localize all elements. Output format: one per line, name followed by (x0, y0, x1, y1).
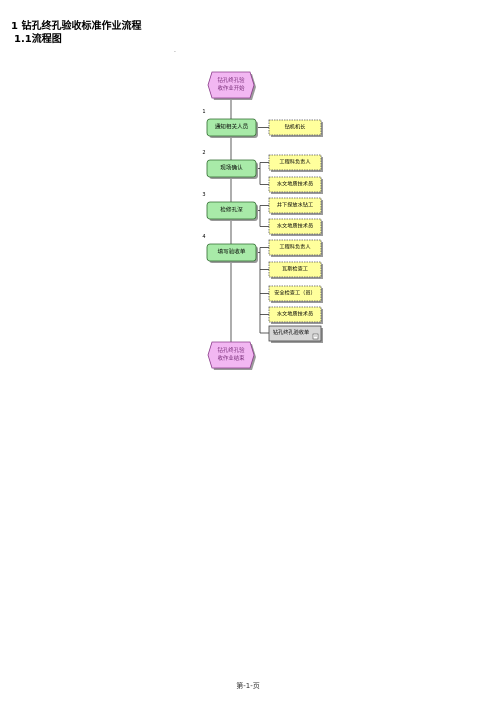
step-4-box (206, 243, 257, 262)
role-box (268, 306, 322, 323)
role-label: 水文地质技术员 (277, 310, 313, 318)
start-terminator (207, 71, 255, 99)
section-subtitle: 1.1流程图 (14, 34, 62, 45)
step-3-label: 检修孔深 (220, 206, 243, 214)
role-box (268, 239, 322, 256)
role-box (268, 119, 322, 136)
role-box (268, 218, 322, 235)
role-label: 井下探放水钻工 (277, 201, 313, 209)
step-1-label: 通知相关人员 (215, 123, 249, 131)
role-label: 瓦斯检查工 (282, 265, 308, 273)
page-footer: 第-1-页 (236, 682, 260, 690)
step-number-2: 2 (202, 150, 205, 156)
role-box (268, 154, 322, 171)
role-label: 安全检查工（员） (274, 289, 316, 297)
document-icon (312, 333, 319, 340)
end-terminator-label-2: 收作业结束 (218, 354, 246, 362)
role-box (268, 176, 322, 193)
end-terminator (207, 341, 255, 369)
role-label: 水文地质技术员 (277, 180, 313, 188)
document-label: 钻孔终孔验收单 (273, 328, 309, 336)
step-2-box (206, 159, 257, 178)
role-box (268, 261, 322, 278)
role-box (268, 197, 322, 214)
step-3-box (206, 201, 257, 220)
marker-dot: . (174, 47, 176, 54)
section-title: 1 钻孔终孔验收标准作业流程 (11, 21, 142, 32)
step-number-1: 1 (202, 109, 205, 115)
step-1-box (206, 118, 257, 137)
step-number-4: 4 (202, 234, 205, 240)
step-2-label: 现场确认 (220, 164, 243, 172)
step-number-3: 3 (202, 192, 205, 198)
end-terminator-label-1: 钻孔终孔验 (218, 346, 246, 354)
role-label: 工程科负责人 (279, 243, 310, 251)
start-terminator-label-2: 收作业开始 (218, 84, 246, 92)
role-label: 工程科负责人 (279, 158, 310, 166)
role-box (268, 285, 322, 302)
step-4-label: 填写验收单 (218, 248, 246, 256)
role-label: 水文地质技术员 (277, 222, 313, 230)
document-box (268, 325, 322, 342)
start-terminator-label-1: 钻孔终孔验 (218, 76, 246, 84)
role-label: 钻机机长 (285, 123, 307, 131)
